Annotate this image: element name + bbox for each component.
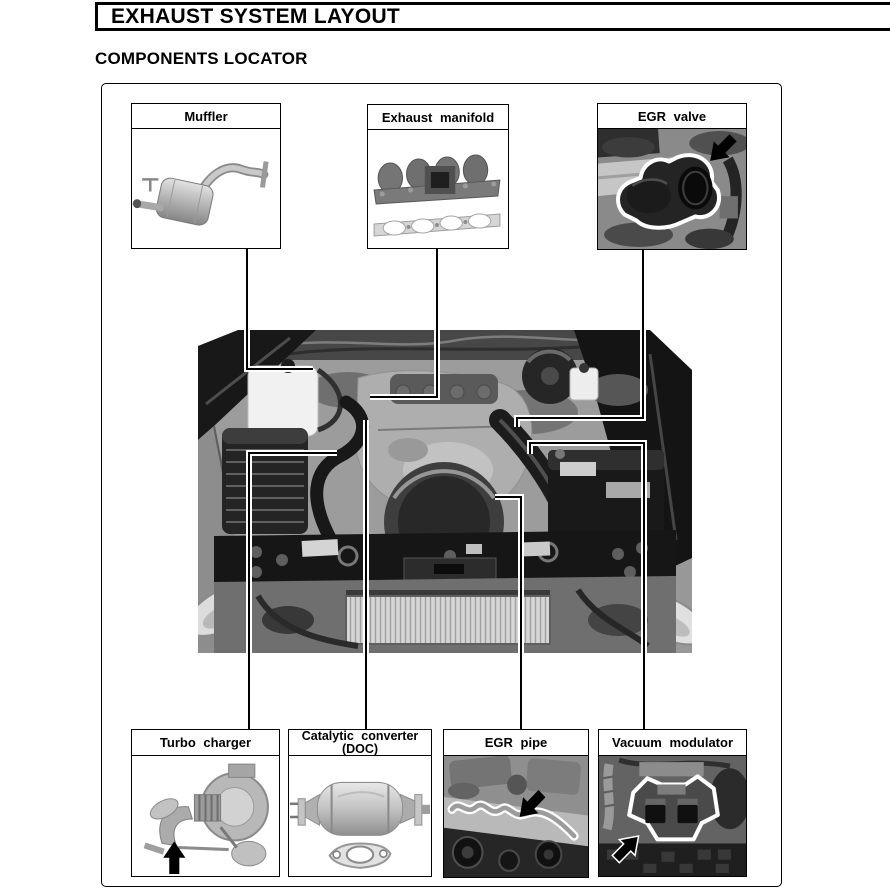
- exhaust-manifold-illustration: [368, 130, 508, 248]
- component-box-turbo-charger: Turbo charger: [131, 729, 280, 877]
- component-box-catalytic-converter: Catalytic converter (DOC): [288, 729, 432, 877]
- muffler-illustration: [132, 129, 280, 248]
- section-heading: COMPONENTS LOCATOR: [95, 49, 308, 68]
- component-box-egr-valve: EGR valve: [597, 103, 747, 250]
- callout-arrow-icon: [710, 134, 737, 161]
- page-title-box: EXHAUST SYSTEM LAYOUT: [95, 2, 890, 31]
- component-label-catalytic-converter-line2: (DOC): [341, 741, 379, 756]
- component-box-vacuum-modulator: Vacuum modulator: [598, 729, 747, 877]
- component-label-muffler: Muffler: [132, 104, 280, 129]
- component-label-catalytic-converter-line1: Catalytic converter: [301, 728, 419, 743]
- component-box-egr-pipe: EGR pipe: [443, 729, 589, 878]
- component-box-muffler: Muffler: [131, 103, 281, 249]
- callout-arrow-icon: [163, 841, 186, 874]
- component-label-egr-valve: EGR valve: [598, 104, 746, 129]
- egr-pipe-photo: [444, 756, 588, 877]
- component-label-egr-pipe: EGR pipe: [444, 730, 588, 756]
- catalytic-converter-illustration: [289, 756, 431, 876]
- turbo-charger-illustration: [132, 756, 279, 876]
- vacuum-modulator-photo: [599, 756, 746, 876]
- egr-valve-photo: [598, 129, 746, 249]
- page-title: EXHAUST SYSTEM LAYOUT: [111, 4, 401, 28]
- component-label-vacuum-modulator: Vacuum modulator: [599, 730, 746, 756]
- component-label-turbo-charger: Turbo charger: [132, 730, 279, 756]
- callout-arrow-icon: [611, 835, 640, 864]
- callout-arrow-icon: [519, 789, 546, 817]
- component-label-catalytic-converter: Catalytic converter (DOC): [289, 728, 431, 756]
- component-label-exhaust-manifold: Exhaust manifold: [368, 105, 508, 130]
- engine-bay-photo: [198, 330, 692, 653]
- component-box-exhaust-manifold: Exhaust manifold: [367, 104, 509, 249]
